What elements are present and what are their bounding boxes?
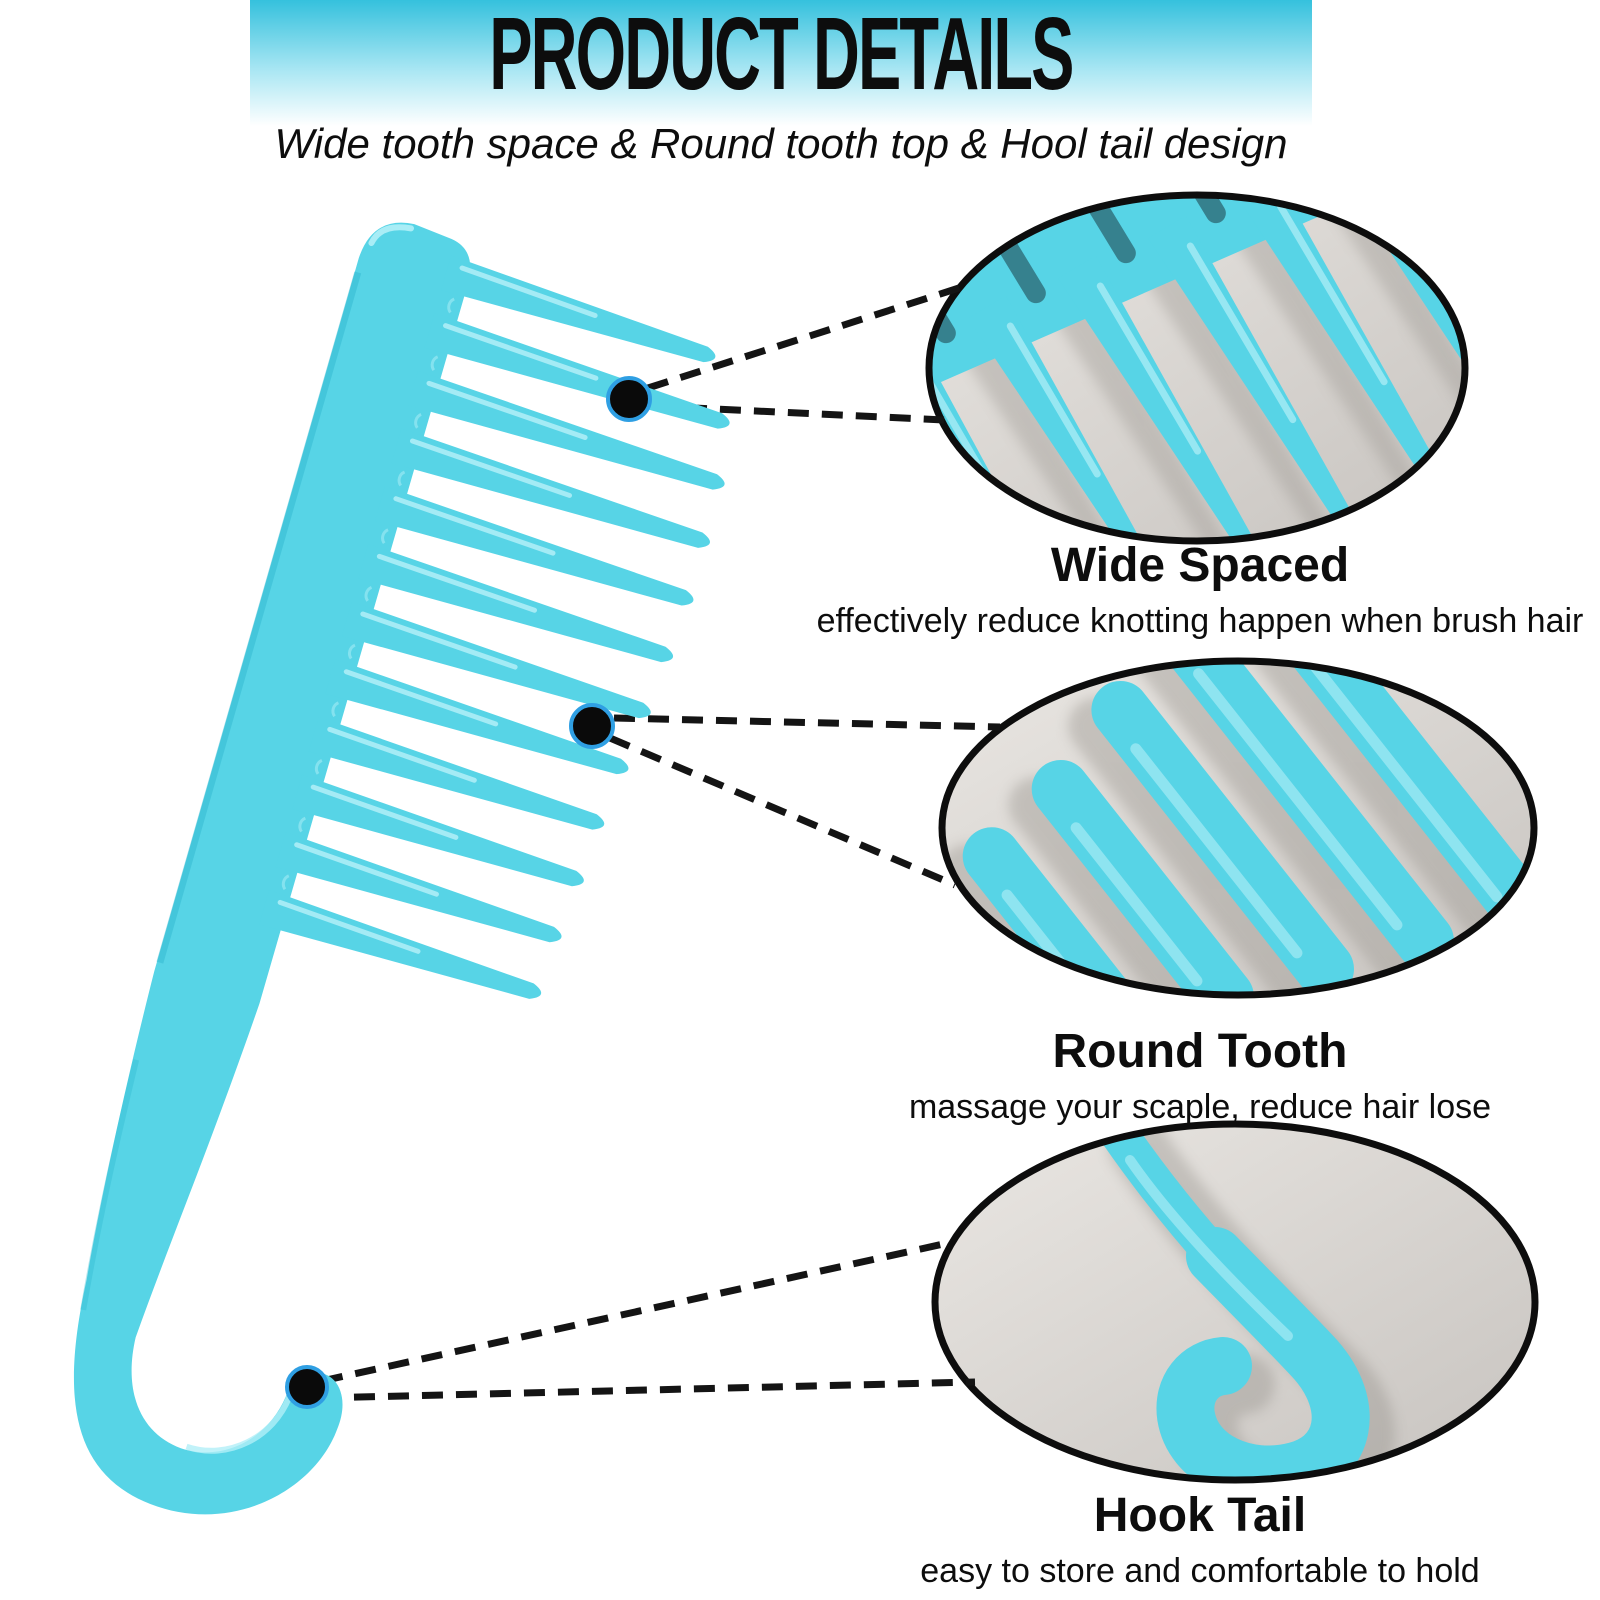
feature-description: massage your scaple, reduce hair lose <box>908 1087 1492 1126</box>
inset-hook-tail-closeup <box>931 1120 1539 1484</box>
round-teeth-graphic <box>962 661 1534 995</box>
feature-round-tooth: Round Tooth massage your scaple, reduce … <box>815 1025 1585 1127</box>
dashed-connector-round-lower <box>608 734 957 889</box>
inset-outline-ellipse <box>925 191 1469 545</box>
inset-outline-ellipse <box>938 657 1538 999</box>
callout-dot-hook-tail <box>285 1365 329 1409</box>
feature-title: Round Tooth <box>1052 1025 1348 1078</box>
page-subtitle: Wide tooth space & Round tooth top & Hoo… <box>274 120 1288 167</box>
callout-dot-wide-spaced <box>606 376 652 422</box>
feature-hook-tail: Hook Tail easy to store and comfortable … <box>815 1489 1585 1591</box>
page-title-text: PRODUCT DETAILS <box>489 0 1074 111</box>
dashed-connector-hook-lower <box>319 1378 976 1402</box>
callout-connectors <box>319 283 1001 1402</box>
callout-dot-round-tooth <box>569 703 615 749</box>
header-banner: PRODUCT DETAILS <box>250 0 1312 126</box>
page-title: PRODUCT DETAILS <box>250 2 1312 105</box>
dashed-connector-round-upper <box>613 714 1001 731</box>
feature-description: easy to store and comfortable to hold <box>920 1551 1480 1590</box>
callout-dots <box>285 376 652 1409</box>
dashed-connector-wide-upper <box>646 283 964 392</box>
feature-title: Wide Spaced <box>1050 539 1350 592</box>
feature-wide-spaced: Wide Spaced effectively reduce knotting … <box>815 539 1585 641</box>
comb-teeth <box>259 255 730 999</box>
inset-outline-ellipse <box>931 1120 1539 1484</box>
feature-title: Hook Tail <box>1093 1489 1307 1542</box>
dashed-connector-hook-upper <box>321 1239 949 1385</box>
comb-illustration <box>74 222 730 1515</box>
feature-description: effectively reduce knotting happen when … <box>816 601 1584 640</box>
